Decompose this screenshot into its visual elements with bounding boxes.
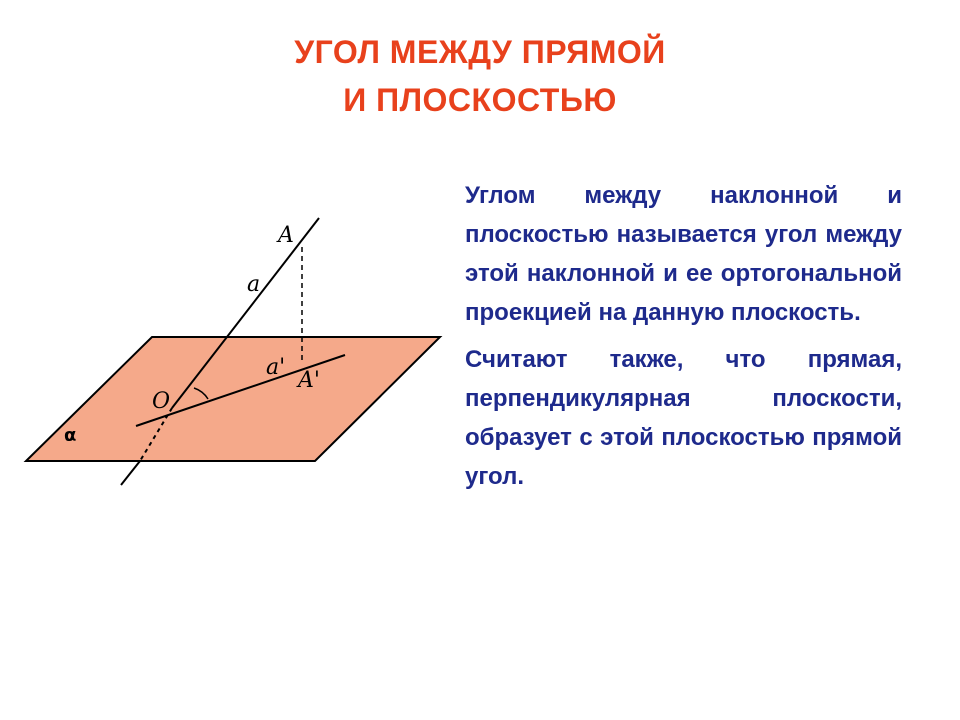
line-plane-angle-diagram: A a a' A' O α [23,217,443,486]
label-point-a-prime: A' [296,368,320,393]
title-line-2: И ПЛОСКОСТЬЮ [343,82,617,118]
label-line-a: a [247,272,260,297]
label-plane-alpha: α [64,425,76,446]
label-line-a-prime: a' [266,355,285,380]
slide-title: УГОЛ МЕЖДУ ПРЯМОЙ И ПЛОСКОСТЬЮ [0,28,960,124]
angle-arc [193,387,209,400]
line-a-hidden [139,407,173,462]
note-paragraph: Считают также, что прямая, перпендикуляр… [465,346,902,490]
title-line-1: УГОЛ МЕЖДУ ПРЯМОЙ [294,34,666,70]
line-a-lower [120,460,141,486]
definition-paragraph: Углом между наклонной и плоскостью назыв… [465,182,902,326]
projection-line-a-prime [135,354,346,427]
plane-alpha [23,336,443,462]
label-point-a: A [276,223,294,248]
line-a-upper [171,217,320,409]
theory-text: Углом между наклонной и плоскостью назыв… [465,176,902,496]
label-point-o: O [152,389,170,414]
